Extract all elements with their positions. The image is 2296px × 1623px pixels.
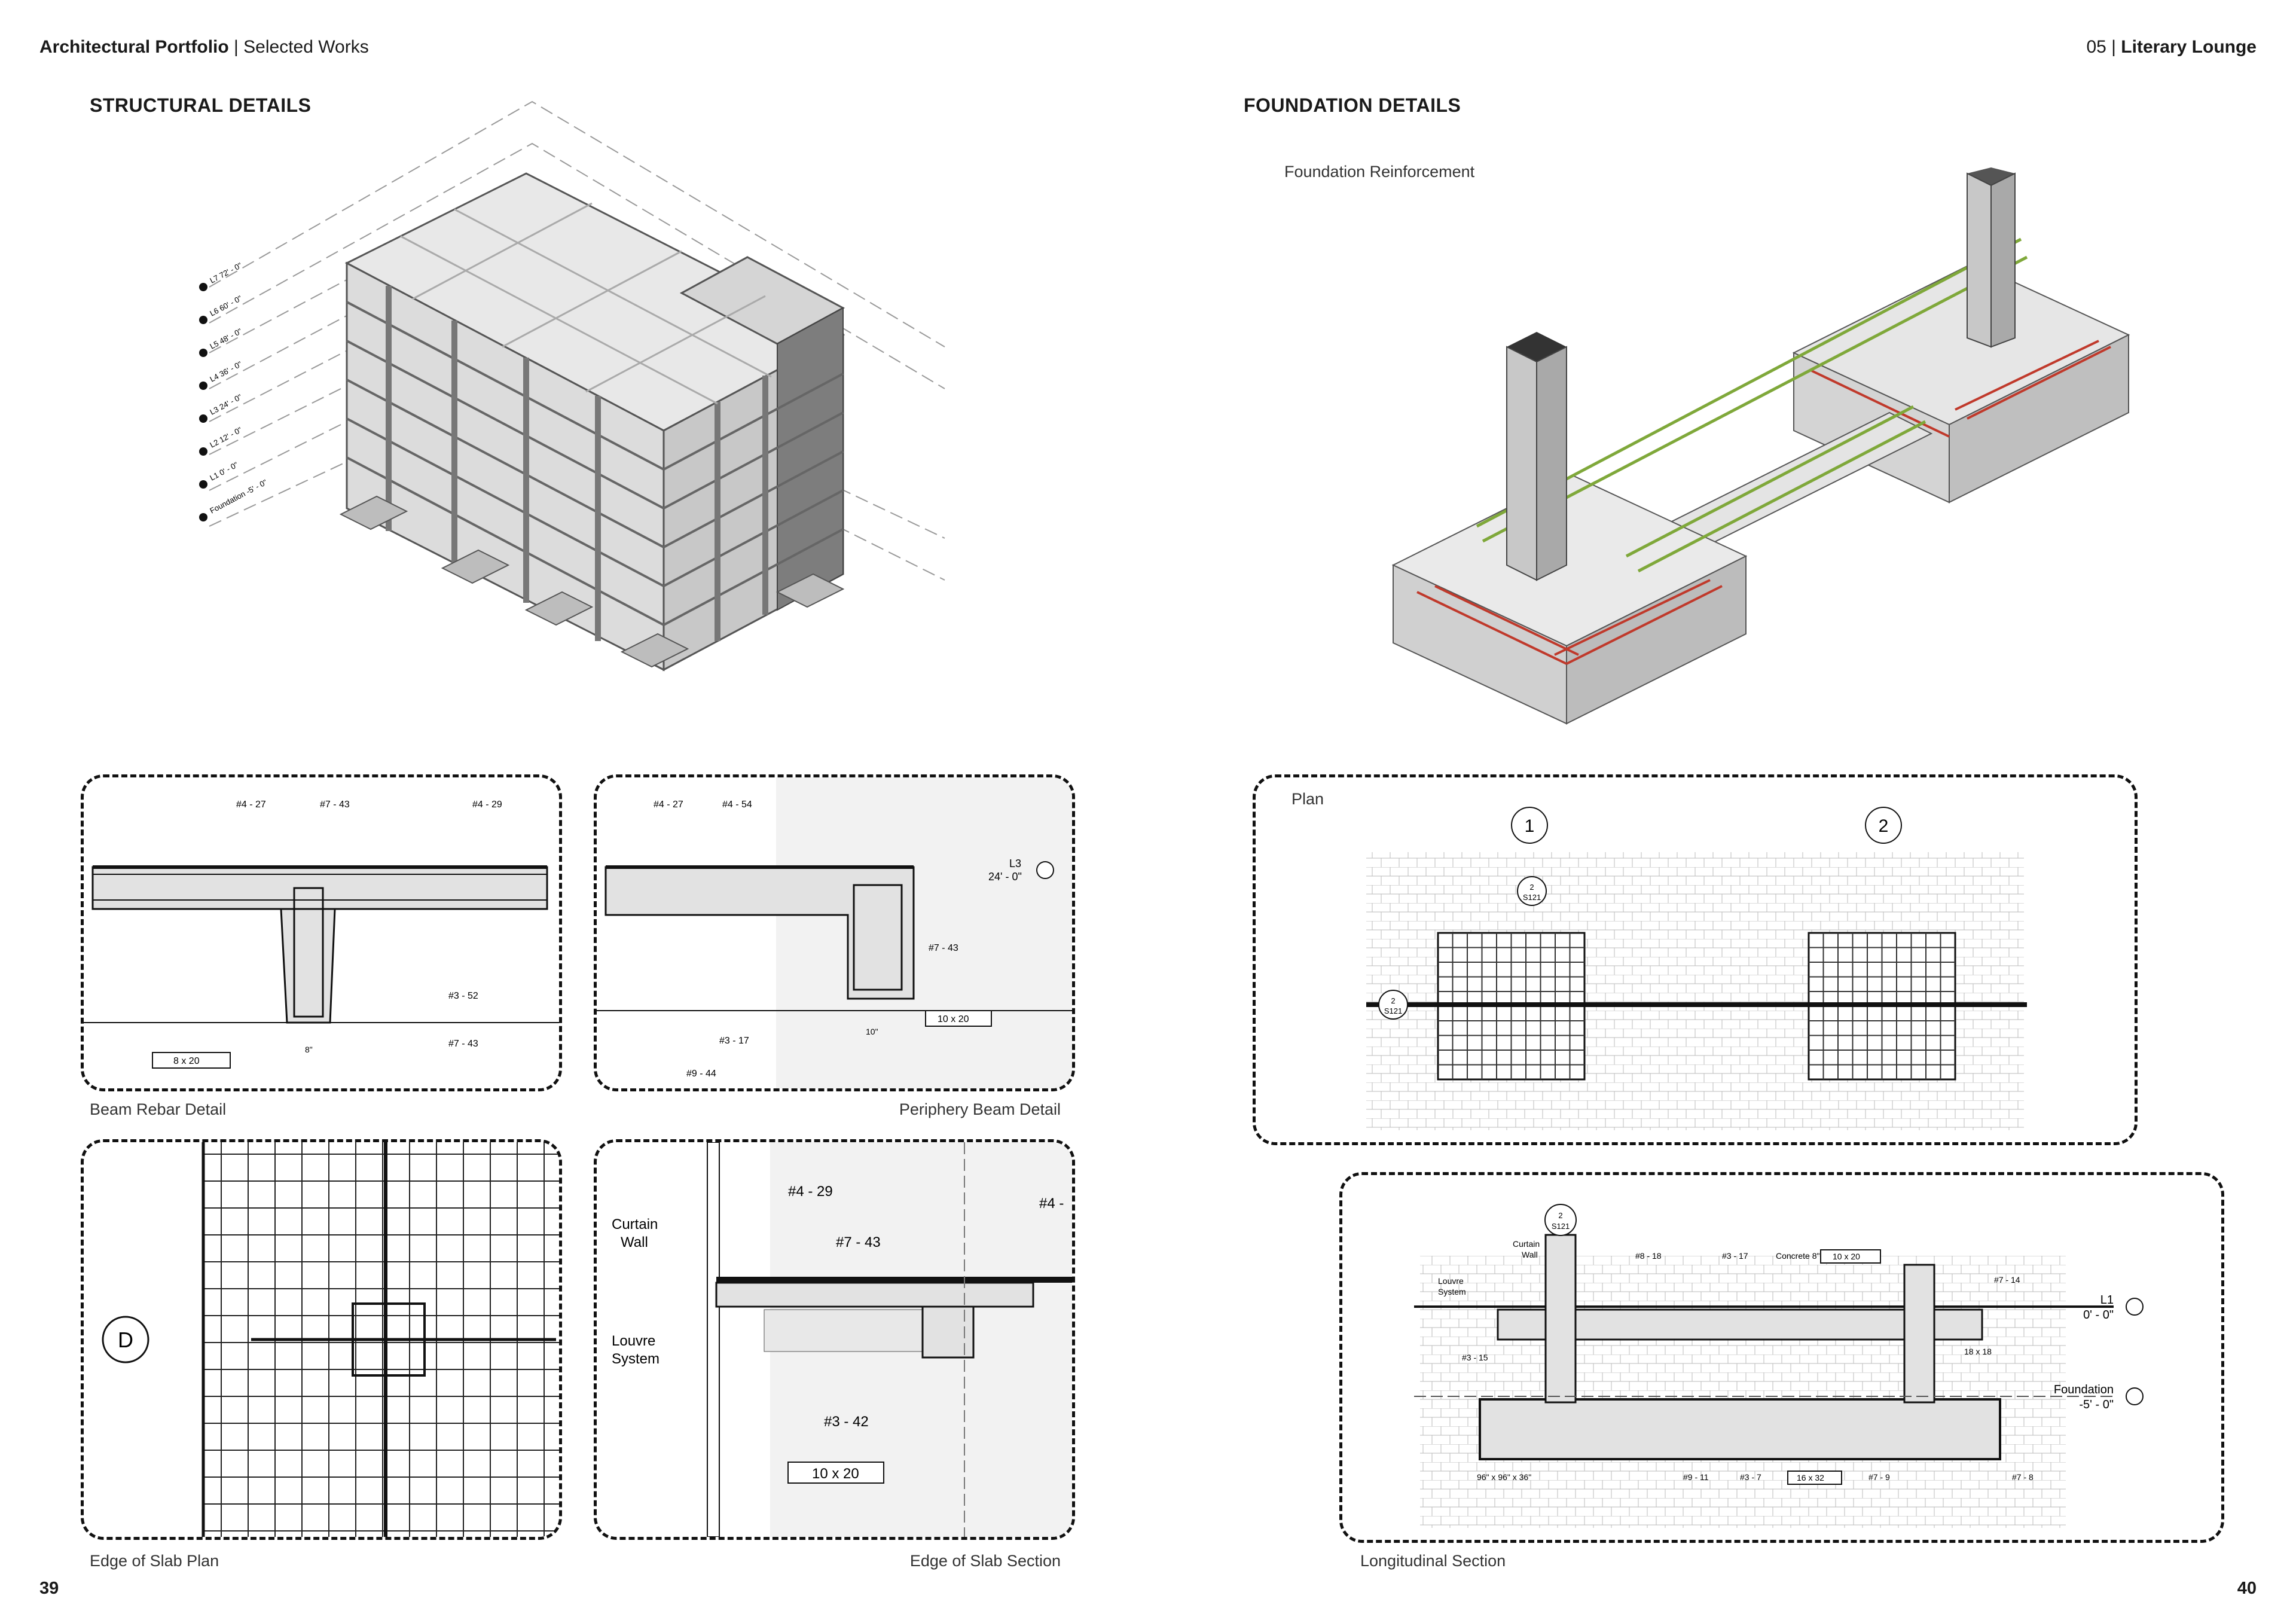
level-marker-label: L3 24' - 0" [208,392,243,417]
grid-tag-1: 1 [1525,816,1535,836]
label-3: 10 x 20 [1833,1252,1860,1261]
label-12: #9 - 11 [1683,1472,1709,1482]
callout-a-number: 2 [1529,883,1534,892]
callout-b-number: 2 [1391,996,1395,1005]
portfolio-header: Architectural Portfolio | Selected Works [39,37,369,57]
label-top-bar-1: #4 - 27 [654,800,683,810]
level-tag-name: L3 [1009,858,1021,870]
foundation-plan-box: Plan 1 2 2 S121 2 S121 [1253,774,2138,1145]
periphery-beam-detail-caption: Periphery Beam Detail [899,1100,1061,1118]
level-marker-label: L2 12' - 0" [208,425,243,450]
edge-slab-section-box: #4 - 29 #4 - Curtain Wall #7 - 43 Louvre… [594,1139,1075,1540]
label-10: 18 x 18 [1964,1347,1992,1356]
foundation-details-title: FOUNDATION DETAILS [1244,94,1461,116]
project-number: 05 [2086,37,2106,57]
portfolio-subtitle: Selected Works [243,37,369,57]
callout-a-ref: S121 [1523,893,1541,902]
label-wall: Wall [621,1234,648,1250]
label-9: #3 - 15 [1462,1353,1488,1362]
level-marker-label: L1 0' - 0" [208,460,240,482]
level-markers: L7 72' - 0" L6 60' - 0" L5 48' - 0" L4 36' … [199,261,268,521]
label-13: #3 - 7 [1740,1472,1761,1482]
grid-tag-2: 2 [1879,816,1889,836]
grid-tag-d: D [118,1328,133,1352]
label-curtain: Curtain [612,1216,658,1232]
label-top-bar-2: #4 - 54 [722,800,752,810]
level-l1-elev: 0' - 0" [2083,1308,2114,1322]
label-top-bar-cut: #4 - [1039,1195,1064,1212]
label-4: #7 - 14 [1994,1275,2020,1285]
level-marker-label: L6 60' - 0" [208,294,243,318]
structural-isometric-drawing: L7 72' - 0" L6 60' - 0" L5 48' - 0" L4 36' … [199,100,945,672]
label-beam-width: 10" [866,1027,878,1036]
page-number-left: 39 [39,1579,59,1598]
label-stirrup: #3 - 52 [448,991,478,1001]
level-l1-name: L1 [2100,1293,2114,1307]
project-title: Literary Lounge [2121,37,2257,57]
level-marker-label: L5 48' - 0" [208,327,243,351]
periphery-beam-detail-box: #4 - 27 #4 - 54 L3 24' - 0" #7 - 43 10 x… [594,774,1075,1091]
label-6: Wall [1522,1250,1538,1259]
level-marker-dot [199,513,207,521]
beam-rebar-detail-caption: Beam Rebar Detail [90,1100,227,1118]
portfolio-title: Architectural Portfolio [39,37,229,57]
label-2: Concrete 8" [1776,1251,1819,1261]
level-foundation-name: Foundation [2054,1383,2114,1396]
label-top-bar: #4 - 29 [788,1183,833,1200]
project-header: 05 | Literary Lounge [2086,37,2257,57]
level-marker-dot [199,414,207,423]
foundation-plan-caption: Plan [1292,790,1324,808]
level-marker-dot [199,349,207,357]
label-11: 96" x 96" x 36" [1477,1472,1531,1482]
label-stirrup: #3 - 42 [824,1414,869,1430]
label-16: #7 - 8 [2012,1472,2034,1482]
label-main-bar: #9 - 44 [686,1069,716,1079]
level-marker-dot [199,447,207,456]
label-15: #7 - 9 [1868,1472,1890,1482]
label-7: Louvre [1438,1276,1464,1286]
label-stirrup: #3 - 17 [719,1036,749,1046]
label-14: 16 x 32 [1797,1473,1824,1482]
edge-slab-section-caption: Edge of Slab Section [909,1552,1061,1570]
level-marker-dot [199,316,207,324]
foundation-render-caption: Foundation Reinforcement [1284,163,1475,181]
edge-slab-plan-box: D [81,1139,562,1540]
level-marker-label: L7 72' - 0" [208,261,243,285]
label-top-bar-2: #7 - 43 [320,800,350,810]
label-beam-size: 10 x 20 [938,1014,969,1024]
callout-b-ref: S121 [1384,1006,1402,1015]
label-5: Curtain [1513,1239,1540,1249]
level-marker-dot [199,283,207,291]
label-1: #3 - 17 [1722,1251,1748,1261]
edge-slab-plan-caption: Edge of Slab Plan [90,1552,219,1570]
level-foundation-elev: -5' - 0" [2079,1398,2114,1411]
structural-details-title: STRUCTURAL DETAILS [90,94,312,116]
label-louvre: Louvre [612,1333,655,1349]
label-8: System [1438,1287,1466,1296]
section-callout-ref: S121 [1552,1222,1570,1231]
label-beam-size: 10 x 20 [812,1466,859,1482]
level-marker-dot [199,382,207,390]
section-callout-number: 2 [1558,1211,1562,1220]
beam-rebar-detail-box: #4 - 27 #7 - 43 #4 - 29 #3 - 52 #7 - 43 … [81,774,562,1091]
label-top-bar-1: #4 - 27 [236,800,266,810]
page-number-right: 40 [2237,1579,2257,1598]
label-bottom-bar: #7 - 43 [448,1039,478,1049]
level-marker-label: Foundation -5' - 0" [208,477,268,515]
level-marker-dot [199,480,207,489]
label-system: System [612,1351,660,1367]
longitudinal-section-box: 2 S121 #8 - 18 #3 - 17 Concrete 8" 10 x … [1339,1172,2224,1543]
label-bottom-bar: #7 - 43 [836,1234,881,1250]
label-bottom-bar: #7 - 43 [929,943,958,953]
label-top-bar-3: #4 - 29 [472,800,502,810]
label-0: #8 - 18 [1635,1251,1662,1261]
label-beam-size: 8 x 20 [173,1056,200,1066]
level-marker-label: L4 36' - 0" [208,359,243,384]
longitudinal-section-caption: Longitudinal Section [1360,1552,1506,1570]
level-tag-elev: 24' - 0" [988,871,1022,883]
foundation-reinforcement-render [1391,167,2130,725]
label-beam-width: 8" [305,1045,313,1054]
